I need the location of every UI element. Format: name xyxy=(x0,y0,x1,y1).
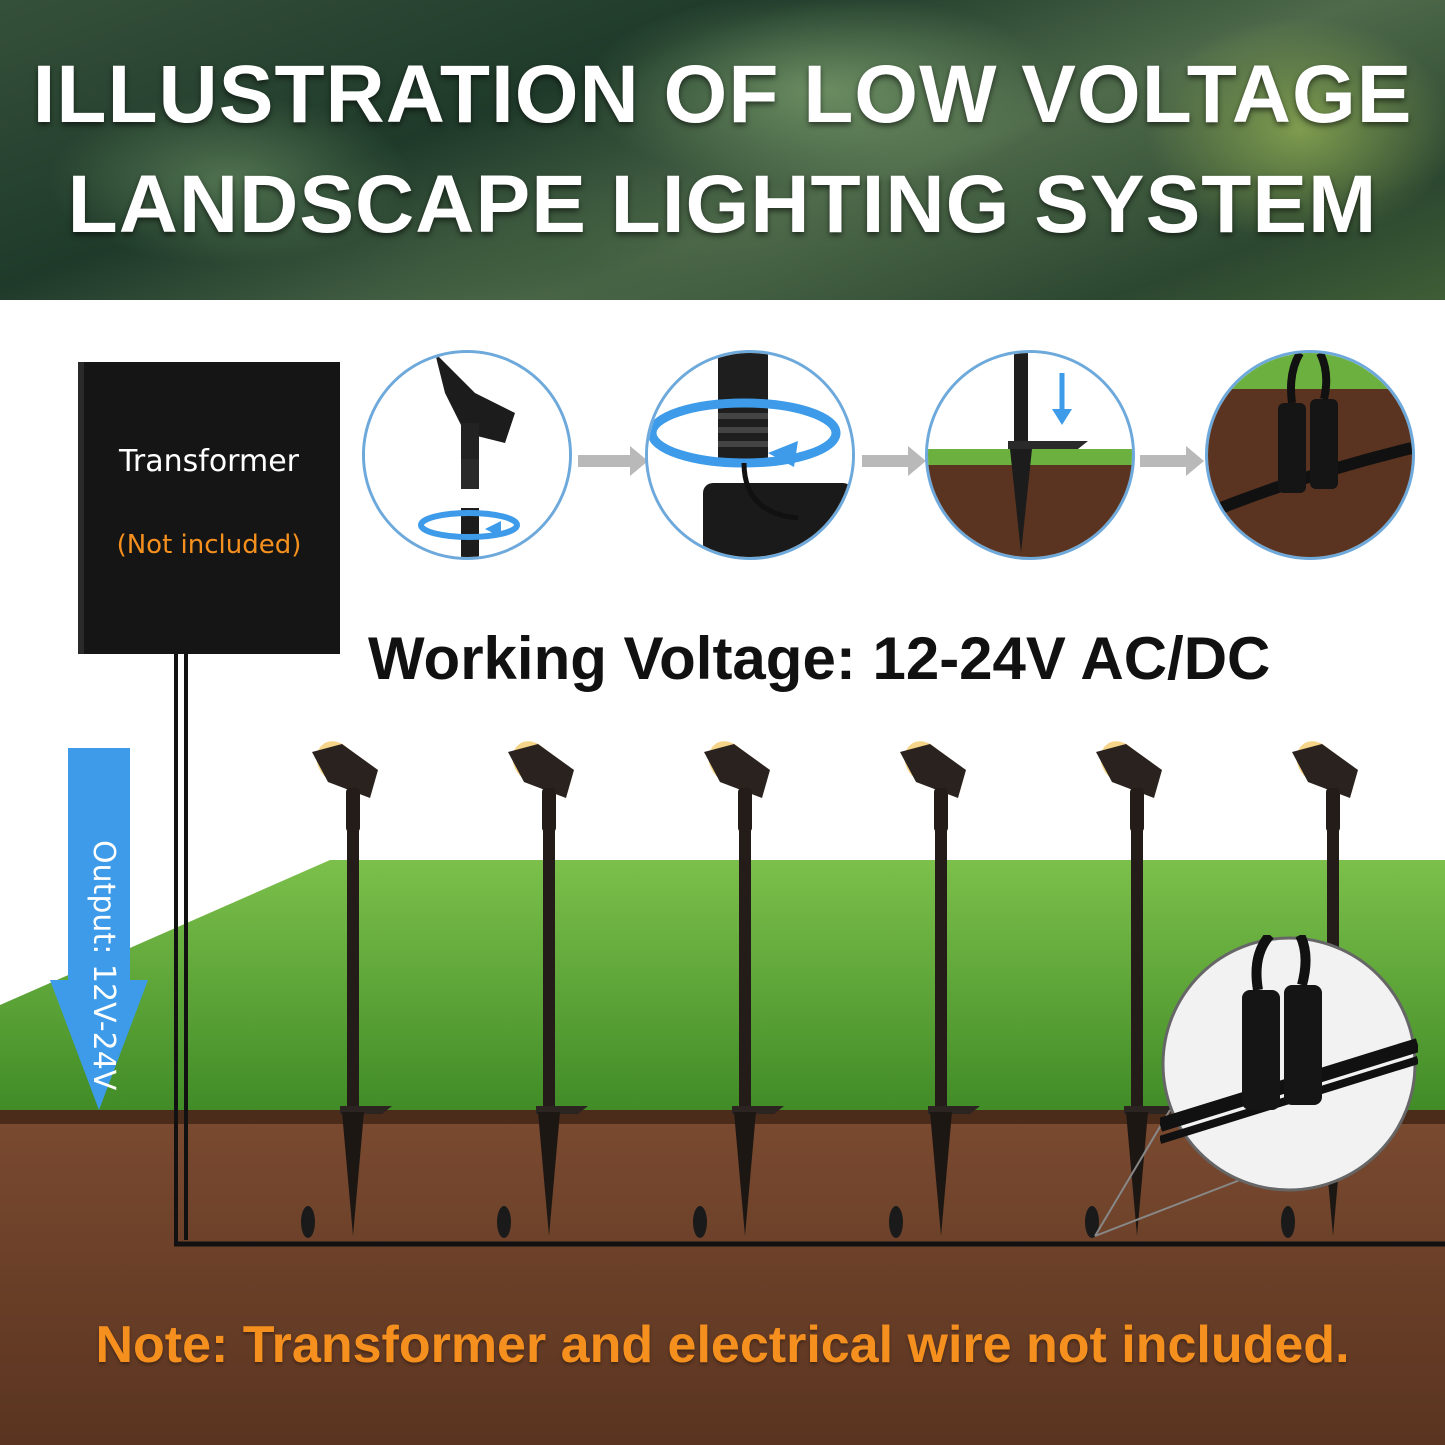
output-label: Output: 12V-24V xyxy=(86,840,121,1091)
stake-thread-rotate-icon xyxy=(648,353,852,557)
connector-zoom-circle xyxy=(1160,935,1418,1192)
wire-connector-icon xyxy=(1208,353,1412,557)
header-title: ILLUSTRATION OF LOW VOLTAGE LANDSCAPE LI… xyxy=(0,40,1445,260)
transformer-not-included-note: (Not included) xyxy=(116,530,302,560)
step-attach-light-head xyxy=(362,350,572,560)
footer-note: Note: Transformer and electrical wire no… xyxy=(95,1316,1350,1374)
step-arrow-1 xyxy=(578,446,648,476)
light-head-screw-icon xyxy=(365,353,569,557)
connector-plug-2 xyxy=(1284,985,1322,1105)
zoom-line-2 xyxy=(1094,1179,1241,1237)
ground-scene xyxy=(0,860,1445,1445)
spotlight xyxy=(1085,741,1176,1238)
working-voltage-text: Working Voltage: 12-24V AC/DC xyxy=(368,625,1271,692)
header-title-line-2: LANDSCAPE LIGHTING SYSTEM xyxy=(67,159,1378,250)
connector-plug-1 xyxy=(1242,990,1280,1110)
step-insert-stake xyxy=(925,350,1135,560)
step-connect-wire xyxy=(1205,350,1415,560)
soil-area xyxy=(0,1115,1445,1445)
stake-insert-ground-icon xyxy=(928,353,1132,557)
output-arrow xyxy=(50,748,148,1110)
spotlights-row xyxy=(301,741,1372,1238)
spotlight xyxy=(497,741,588,1238)
header-banner: ILLUSTRATION OF LOW VOLTAGE LANDSCAPE LI… xyxy=(0,0,1445,300)
zoom-line-1 xyxy=(1094,1109,1171,1237)
spotlight xyxy=(693,741,784,1238)
step-arrow-3 xyxy=(1140,446,1204,476)
transformer-box: Transformer (Not included) xyxy=(78,362,340,654)
header-title-line-1: ILLUSTRATION OF LOW VOLTAGE xyxy=(32,49,1413,140)
spotlight xyxy=(301,741,392,1238)
grass-area xyxy=(0,860,1445,1120)
step-screw-stake xyxy=(645,350,855,560)
step-arrow-2 xyxy=(862,446,926,476)
transformer-label: Transformer xyxy=(118,444,299,479)
spotlight xyxy=(889,741,980,1238)
